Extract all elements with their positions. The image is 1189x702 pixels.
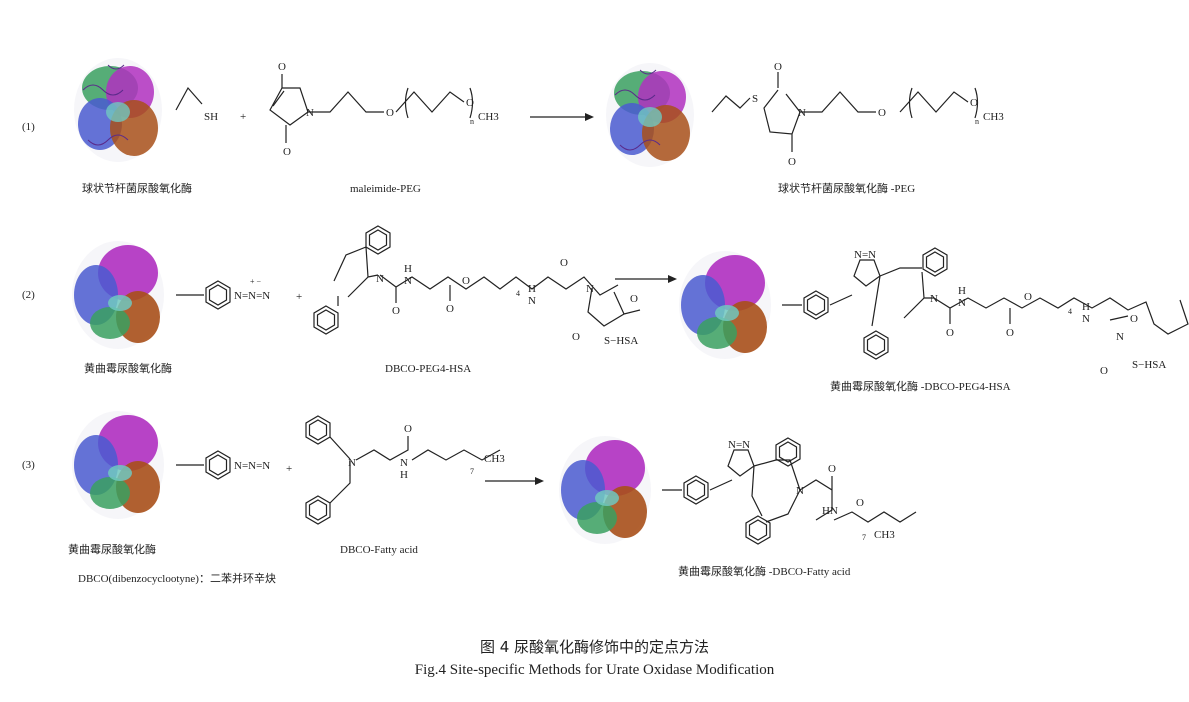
arrow-head: [585, 113, 594, 121]
atom-o: O: [386, 107, 394, 119]
atom-n: N: [930, 293, 938, 305]
enzyme-label-2: 黄曲霉尿酸氧化酶: [84, 361, 172, 375]
atom-s-hsa: S−HSA: [1132, 359, 1166, 371]
atom-ch3: CH3: [484, 453, 505, 465]
subscript-n: n: [975, 117, 979, 126]
product-protein-1: [605, 62, 695, 168]
reagent-label-3: DBCO-Fatty acid: [340, 544, 418, 556]
row-number-1: (1): [22, 121, 35, 133]
atom-o: O: [466, 97, 474, 109]
atom-o: O: [878, 107, 886, 119]
atom-n: N: [400, 457, 408, 469]
atom-o: O: [630, 293, 638, 305]
atom-h: H: [404, 263, 412, 275]
atom-ch3: CH3: [478, 111, 499, 123]
atom-n: N: [796, 485, 804, 497]
protein-structure-2: [72, 241, 164, 349]
atom-s-hsa: S−HSA: [604, 335, 638, 347]
atom-o: O: [788, 156, 796, 168]
product-protein-2: [679, 251, 771, 359]
atom-n: N: [1116, 331, 1124, 343]
atom-ch3: CH3: [874, 529, 895, 541]
protein-structure-3: [72, 411, 164, 519]
dbco-fatty-acid-product-structure: N=N N O HN O 7 CH3: [662, 437, 917, 545]
phenyl-ring: [205, 450, 231, 480]
subscript-7: 7: [470, 467, 474, 476]
row-number-3: (3): [22, 459, 35, 471]
figure-caption-english: Fig.4 Site-specific Methods for Urate Ox…: [414, 662, 775, 678]
enzyme-label-1: 球状节杆菌尿酸氧化酶: [82, 181, 192, 195]
atom-o: O: [446, 303, 454, 315]
azide-charge: + −: [250, 277, 262, 286]
row-number-2: (2): [22, 289, 35, 301]
atom-o: O: [970, 97, 978, 109]
atom-o: O: [278, 61, 286, 73]
subscript-7: 7: [862, 533, 866, 542]
atom-n: N: [306, 107, 314, 119]
atom-o: O: [392, 305, 400, 317]
triazole-group: N=N: [728, 439, 750, 451]
thiol-linker: [175, 86, 203, 111]
atom-n: N: [586, 283, 594, 295]
atom-n: N: [798, 107, 806, 119]
atom-h: H: [1082, 301, 1090, 313]
arrow-head: [668, 275, 677, 283]
atom-h: H: [958, 285, 966, 297]
peg-product-structure: S O O N O O n CH3: [711, 61, 1004, 168]
atom-o: O: [1130, 313, 1138, 325]
reagent-label-1: maleimide-PEG: [350, 183, 421, 195]
atom-o: O: [462, 275, 470, 287]
atom-hn: HN: [822, 505, 838, 517]
dbco-note: DBCO(dibenzocyclootyne)：二苯并环辛炔: [78, 571, 276, 585]
atom-o: O: [774, 61, 782, 73]
plus-sign: +: [286, 463, 292, 475]
atom-n: N: [348, 457, 356, 469]
atom-h: H: [400, 469, 408, 481]
subscript-4: 4: [1068, 307, 1072, 316]
enzyme-label-3: 黄曲霉尿酸氧化酶: [68, 542, 156, 556]
azide-group: N=N=N: [234, 290, 270, 302]
atom-o: O: [404, 423, 412, 435]
atom-ch3: CH3: [983, 111, 1004, 123]
figure-caption-chinese: 图 4 尿酸氧化酶修饰中的定点方法: [479, 638, 710, 656]
atom-o: O: [1006, 327, 1014, 339]
triazole-group: N=N: [854, 249, 876, 261]
atom-h: H: [528, 283, 536, 295]
phenyl-ring: [205, 280, 231, 310]
atom-n: N: [376, 273, 384, 285]
atom-o: O: [572, 331, 580, 343]
azide-group: N=N=N: [234, 460, 270, 472]
product-label-1: 球状节杆菌尿酸氧化酶 -PEG: [778, 181, 915, 195]
product-label-2: 黄曲霉尿酸氧化酶 -DBCO-PEG4-HSA: [830, 379, 1011, 393]
atom-n: N: [1082, 313, 1090, 325]
maleimide-peg-structure: O O N O O n CH3: [269, 61, 499, 158]
subscript-n: n: [470, 117, 474, 126]
plus-sign: +: [296, 291, 302, 303]
subscript-4: 4: [516, 289, 520, 298]
atom-n: N: [958, 297, 966, 309]
product-label-3: 黄曲霉尿酸氧化酶 -DBCO-Fatty acid: [678, 564, 851, 578]
atom-n: N: [404, 275, 412, 287]
atom-s: S: [752, 93, 758, 105]
atom-o: O: [946, 327, 954, 339]
atom-o: O: [828, 463, 836, 475]
reagent-label-2: DBCO-PEG4-HSA: [385, 363, 471, 375]
arrow-head: [535, 477, 544, 485]
dbco-fatty-acid-structure: N O N H 7 CH3: [305, 415, 505, 525]
atom-o: O: [560, 257, 568, 269]
dbco-peg4-hsa-product-structure: N=N N O H N O O 4 H N N O O S−HSA: [782, 247, 1189, 377]
plus-sign: +: [240, 111, 246, 123]
product-protein-3: [559, 436, 651, 544]
atom-o: O: [1100, 365, 1108, 377]
protein-structure-1: [73, 57, 163, 163]
atom-n: N: [528, 295, 536, 307]
atom-o: O: [856, 497, 864, 509]
atom-o: O: [283, 146, 291, 158]
atom-o: O: [1024, 291, 1032, 303]
dbco-peg4-hsa-structure: N O H N O O 4 H N O N O O S−HSA: [313, 225, 641, 347]
atom-sh: SH: [204, 111, 218, 123]
